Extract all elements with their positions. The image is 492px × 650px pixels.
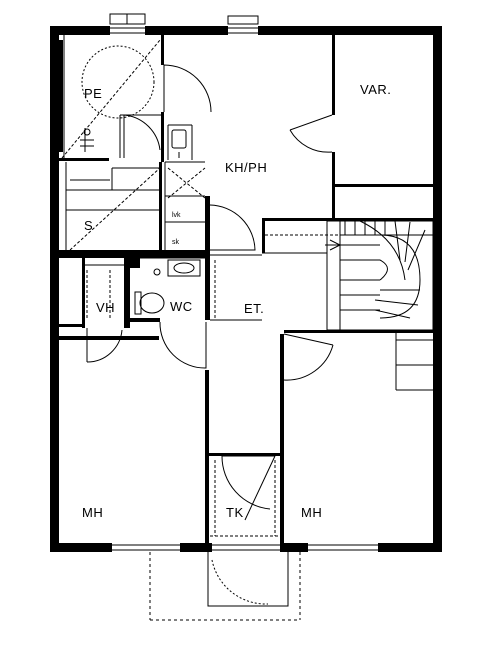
outer-walls xyxy=(50,26,442,552)
door-kitchen xyxy=(209,204,256,251)
dashed-lines xyxy=(61,39,340,537)
wall-var-left-lower xyxy=(332,152,335,220)
wall-mh-right-top xyxy=(284,330,334,333)
wall-tk-right xyxy=(280,334,284,543)
label-et: ET. xyxy=(244,301,264,316)
wc-washbasin xyxy=(167,259,201,277)
wall-wc-right xyxy=(205,256,210,320)
wall-stair-bottom xyxy=(334,330,433,333)
wall-wc-bottom xyxy=(130,318,160,322)
door-vh xyxy=(86,328,123,363)
wall-small xyxy=(58,40,63,152)
label-var: VAR. xyxy=(360,82,391,97)
toilet-tank xyxy=(134,291,142,315)
wall-stair-left xyxy=(262,218,265,253)
label-s: S xyxy=(84,218,93,233)
label-ivk: lvk xyxy=(172,212,181,219)
wall-stair-top xyxy=(262,218,433,221)
window-bottom-right xyxy=(308,541,378,554)
kitchen-sink xyxy=(171,129,187,158)
wall-kitchen-fridge xyxy=(205,196,210,256)
entrance-door-opening xyxy=(212,541,280,554)
label-vh: VH xyxy=(96,300,115,315)
door-sauna xyxy=(123,114,161,158)
door-pe xyxy=(163,64,212,113)
wall-pe-right xyxy=(161,35,164,65)
wall-sauna-right xyxy=(159,162,162,250)
wall-right xyxy=(433,26,442,552)
door-tk-line xyxy=(244,455,276,521)
wall-left xyxy=(50,26,59,552)
door-swings xyxy=(86,64,334,521)
door-tk xyxy=(221,455,275,510)
wall-vh-left xyxy=(82,258,85,328)
window-top-mid xyxy=(227,15,259,37)
door-mh-right xyxy=(283,333,334,381)
interior-walls xyxy=(58,35,433,543)
door-var xyxy=(289,114,333,153)
partition-lines xyxy=(63,35,433,391)
entrance-porch xyxy=(149,549,301,621)
door-wc xyxy=(159,321,207,369)
wall-column xyxy=(128,258,140,268)
wall-tk-top xyxy=(209,453,280,456)
window-top-left xyxy=(109,13,146,37)
wall-pe-bottom xyxy=(59,158,109,161)
wall-vh-bottom xyxy=(59,324,84,327)
window-bottom-left xyxy=(112,541,180,554)
sauna-benches xyxy=(70,128,110,181)
label-mh-right: MH xyxy=(301,505,322,520)
room-labels: PE VAR. KH/PH S VH WC ET. MH MH TK lvk s… xyxy=(82,82,391,520)
wall-vh-right xyxy=(124,258,130,328)
wall-var-left xyxy=(332,35,335,115)
label-pe: PE xyxy=(84,86,102,101)
label-kh-ph: KH/PH xyxy=(225,160,267,175)
label-mh-left: MH xyxy=(82,505,103,520)
wall-mh-left-right xyxy=(205,370,209,543)
sauna-stove-circle xyxy=(81,45,155,119)
wall-mh-left-top xyxy=(59,336,159,340)
wall-s-bottom xyxy=(59,250,209,258)
wc-fixtures xyxy=(134,259,201,315)
toilet-bowl xyxy=(139,292,165,314)
wall-var-bottom xyxy=(335,184,433,187)
staircase xyxy=(325,220,434,331)
windows xyxy=(109,13,378,554)
label-wc: WC xyxy=(170,299,193,314)
label-tk: TK xyxy=(226,505,244,520)
wall-pe-right-mid xyxy=(161,112,164,162)
label-sk: sk xyxy=(172,239,180,246)
